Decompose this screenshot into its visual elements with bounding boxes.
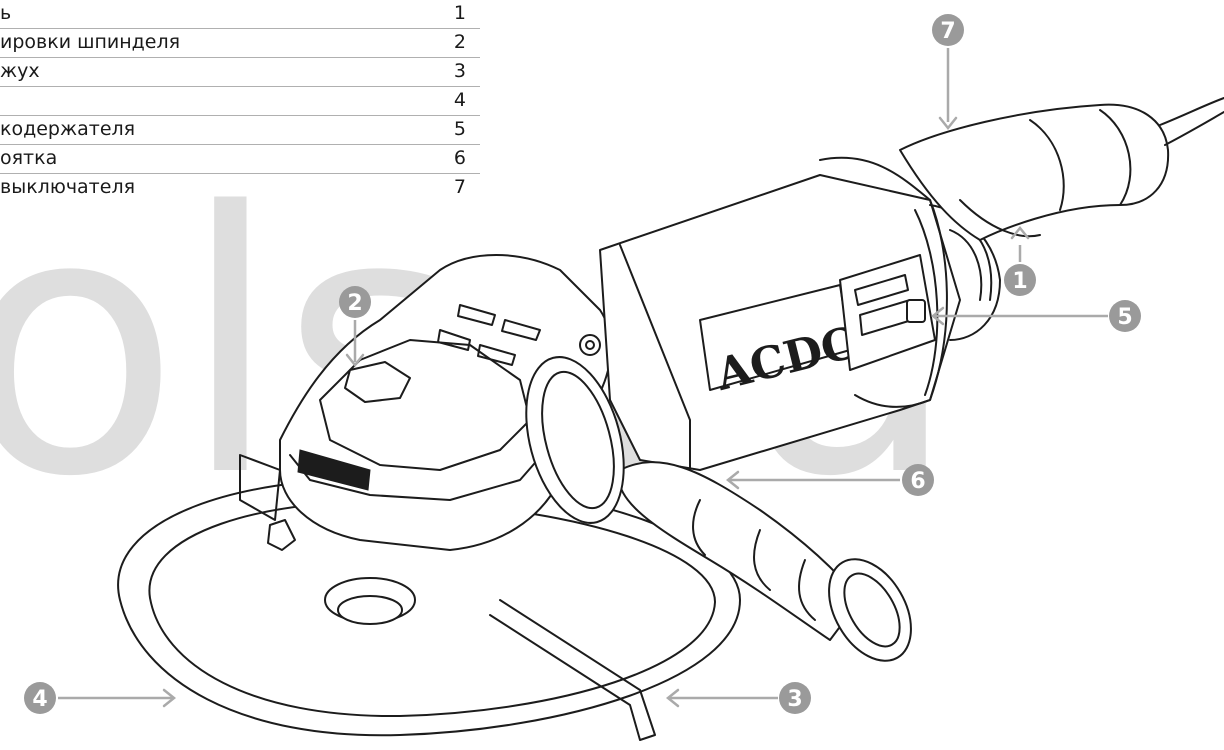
legend-row: ь 1 <box>0 0 480 29</box>
side-handle-knob-inner <box>843 572 901 648</box>
power-cable <box>1159 97 1224 126</box>
gear-head-slot <box>297 449 371 491</box>
legend-row: кодержателя 5 <box>0 116 480 145</box>
legend-label: жух <box>0 60 40 82</box>
side-handle-rib-3 <box>798 559 816 621</box>
brush-holder-panel <box>839 254 936 371</box>
angle-grinder-illustration: ACDC <box>117 97 1224 741</box>
legend-row: ировки шпинделя 2 <box>0 29 480 58</box>
guard-outer <box>117 477 741 737</box>
rear-handle-end <box>1099 109 1132 206</box>
power-cable-2 <box>1164 111 1224 146</box>
switch-lever <box>959 199 1041 238</box>
legend-number: 1 <box>453 2 466 24</box>
legend-row: жух 3 <box>0 58 480 87</box>
motor-ring-front <box>914 209 939 396</box>
callout-2-label: 2 <box>347 291 362 316</box>
parts-legend: ь 1 ировки шпинделя 2 жух 3 4 кодержател… <box>0 0 480 202</box>
legend-number: 2 <box>453 31 466 53</box>
callout-2 <box>339 286 371 318</box>
motor-band <box>819 156 948 408</box>
gear-head-front <box>289 439 556 501</box>
legend-label: ировки шпинделя <box>0 31 181 53</box>
guard-bracket <box>239 454 281 521</box>
legend-label: выключателя <box>0 176 136 198</box>
callout-6-label: 6 <box>910 469 925 494</box>
callout-4-label: 4 <box>32 687 47 712</box>
guard-clamp <box>489 599 656 741</box>
legend-label: оятка <box>0 147 58 169</box>
side-nut <box>267 519 296 551</box>
callout-7-label: 7 <box>940 19 955 44</box>
callout-5 <box>1109 300 1141 332</box>
side-handle-knob <box>828 558 912 662</box>
legend-row: выключателя 7 <box>0 174 480 202</box>
callout-3 <box>779 682 811 714</box>
legend-number: 6 <box>453 147 466 169</box>
screw-inner <box>585 340 595 350</box>
legend-number: 3 <box>453 60 466 82</box>
legend-number: 7 <box>453 176 466 198</box>
side-handle-rib-1 <box>692 499 706 556</box>
callout-5-label: 5 <box>1117 305 1132 330</box>
flange-lower <box>337 595 403 625</box>
legend-label: кодержателя <box>0 118 136 140</box>
callout-1 <box>1004 264 1036 296</box>
legend-row: оятка 6 <box>0 145 480 174</box>
vent-4 <box>501 319 541 341</box>
vent-1 <box>437 329 471 351</box>
callout-6 <box>902 464 934 496</box>
guard-inner <box>148 500 716 718</box>
brush-holder-slot-1 <box>854 274 909 306</box>
spindle-lock-button <box>344 361 411 403</box>
legend-number: 5 <box>453 118 466 140</box>
side-handle-rib-2 <box>753 529 771 591</box>
rear-handle-grip <box>1029 119 1065 211</box>
brush-cap <box>906 299 926 323</box>
bearing-collar-inner <box>541 370 615 510</box>
bearing-collar <box>525 356 625 524</box>
callout-3-label: 3 <box>787 687 802 712</box>
motor-housing-line <box>619 244 691 471</box>
legend-row: 4 <box>0 87 480 116</box>
callout-1-label: 1 <box>1012 269 1027 294</box>
vent-3 <box>457 304 496 326</box>
callout-4 <box>24 682 56 714</box>
legend-label: ь <box>0 2 12 24</box>
rear-collar-rib-1 <box>949 229 983 301</box>
callouts: 1 2 3 4 5 6 7 <box>24 14 1141 714</box>
vent-2 <box>477 344 516 366</box>
legend-number: 4 <box>453 89 466 111</box>
callout-7 <box>932 14 964 46</box>
